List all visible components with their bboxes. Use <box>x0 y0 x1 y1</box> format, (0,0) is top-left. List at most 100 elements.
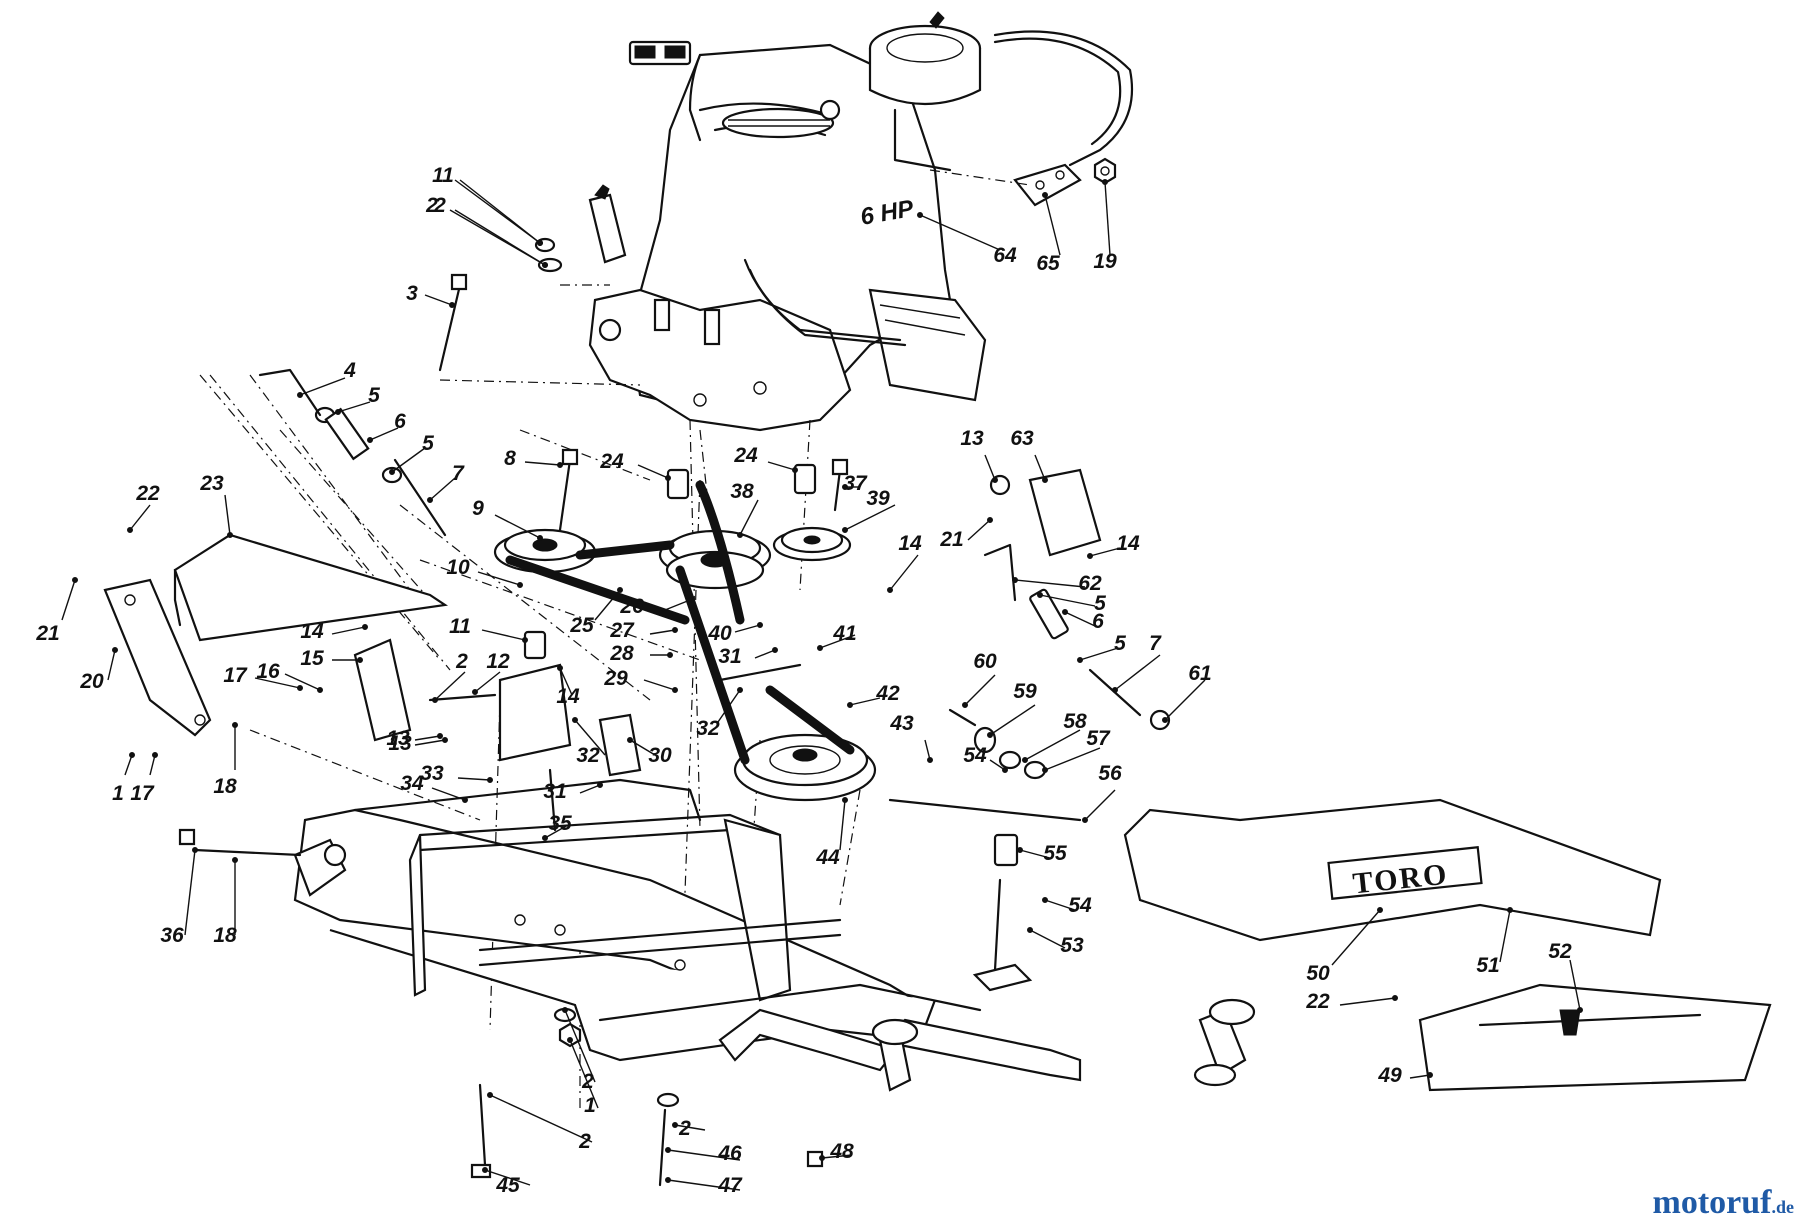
leader-line <box>1499 909 1511 963</box>
leader-arrow-tip <box>557 665 563 671</box>
part-number-label: 16 <box>256 660 280 683</box>
leader-arrow-tip <box>432 697 438 703</box>
part-number-label: 6 <box>394 410 406 433</box>
leader-arrow-tip <box>627 737 633 743</box>
part-number-label: 2 <box>425 194 438 217</box>
part-number-label: 3 <box>406 282 418 305</box>
leader-line <box>1024 729 1081 761</box>
part-number-label: 62 <box>1078 572 1102 595</box>
leader-arrow-tip <box>1427 1072 1433 1078</box>
leader-arrow-tip <box>992 477 998 483</box>
leader-arrow-tip <box>335 409 341 415</box>
leader-line <box>819 634 856 649</box>
leader-arrow-tip <box>389 469 395 475</box>
part-number-label: 59 <box>1013 680 1037 703</box>
part-number-label: 48 <box>829 1140 854 1163</box>
leader-arrow-tip <box>1507 907 1513 913</box>
leader-arrow-tip <box>1012 577 1018 583</box>
part-number-label: 39 <box>866 487 890 510</box>
part-number-label: 19 <box>1093 250 1117 273</box>
leader-arrow-tip <box>847 702 853 708</box>
leader-line <box>984 454 996 481</box>
drive-system <box>493 480 877 802</box>
leader-line <box>481 629 526 641</box>
leader-arrow-tip <box>572 717 578 723</box>
leader-arrow-tip <box>442 737 448 743</box>
part-number-label: 2 <box>578 1130 591 1153</box>
leader-arrow-tip <box>1077 657 1083 663</box>
part-number-label: 1 <box>584 1094 596 1117</box>
part-number-label: 32 <box>696 717 720 740</box>
part-number-label: 51 <box>1476 954 1499 977</box>
part-number-label: 33 <box>420 762 444 785</box>
leader-line <box>569 1039 599 1109</box>
leader-line <box>1079 647 1119 661</box>
leader-line <box>424 294 453 306</box>
leader-arrow-tip <box>842 484 848 490</box>
leader-line <box>414 739 446 746</box>
leader-arrow-tip <box>542 835 548 841</box>
leader-line <box>254 677 301 689</box>
part-number-label: 44 <box>815 846 840 869</box>
leader-arrow-tip <box>927 757 933 763</box>
part-number-label: 17 <box>130 782 155 805</box>
leader-arrow-tip <box>517 582 523 588</box>
part-number-label: 26 <box>619 595 644 618</box>
part-number-label: 13 <box>386 727 410 750</box>
leader-arrow-tip <box>1042 767 1048 773</box>
leader-arrow-tip <box>672 1122 678 1128</box>
leader-arrow-tip <box>737 687 743 693</box>
leader-arrow-tip <box>987 517 993 523</box>
leader-arrow-tip <box>665 1177 671 1183</box>
watermark-main: motoruf <box>1652 1184 1772 1221</box>
part-number-label: 20 <box>79 670 104 693</box>
leader-arrow-tip <box>437 733 443 739</box>
part-number-label: 18 <box>213 775 237 798</box>
leader-arrow-tip <box>227 532 233 538</box>
leader-line <box>459 179 541 244</box>
part-number-label: 5 <box>1114 632 1126 655</box>
leader-arrow-tip <box>537 535 543 541</box>
leader-arrow-tip <box>1162 717 1168 723</box>
part-number-label: 5 <box>368 384 380 407</box>
part-number-label: 13 <box>960 427 984 450</box>
part-number-label: 58 <box>1063 710 1087 733</box>
leader-line <box>989 759 1006 771</box>
leader-arrow-tip <box>427 497 433 503</box>
part-number-label: 52 <box>1548 940 1572 963</box>
leader-line <box>579 784 601 794</box>
part-number-label: 24 <box>733 444 758 467</box>
leader-line <box>391 447 426 473</box>
leader-arrow-tip <box>297 685 303 691</box>
leader-line <box>1089 547 1121 557</box>
leader-line <box>544 824 569 839</box>
leader-line <box>649 629 676 635</box>
part-number-label: 14 <box>300 620 324 643</box>
leader-arrow-tip <box>362 624 368 630</box>
leader-line <box>924 739 931 761</box>
part-number-label: 54 <box>1068 894 1092 917</box>
leader-line <box>107 649 116 681</box>
leader-line <box>643 679 676 691</box>
leader-arrow-tip <box>617 587 623 593</box>
part-number-label: 34 <box>400 772 424 795</box>
part-number-label: 14 <box>898 532 922 555</box>
leader-arrow-tip <box>482 1167 488 1173</box>
leader-line <box>1039 594 1096 607</box>
leader-line <box>989 704 1036 736</box>
part-number-label: 5 <box>422 432 434 455</box>
part-number-label: 2 <box>433 194 446 217</box>
leader-line <box>284 673 321 691</box>
leader-arrow-tip <box>537 240 543 246</box>
leader-line <box>494 514 541 539</box>
part-number-label: 42 <box>875 682 900 705</box>
leader-line <box>429 477 456 501</box>
part-number-label: 64 <box>993 244 1017 267</box>
part-number-label: 1 <box>432 164 444 187</box>
leader-line <box>337 401 371 413</box>
part-number-label: 35 <box>548 812 572 835</box>
leader-arrow-tip <box>112 647 118 653</box>
leader-arrow-tip <box>687 597 693 603</box>
part-number-label: 60 <box>973 650 997 673</box>
part-number-label: 10 <box>446 556 470 579</box>
